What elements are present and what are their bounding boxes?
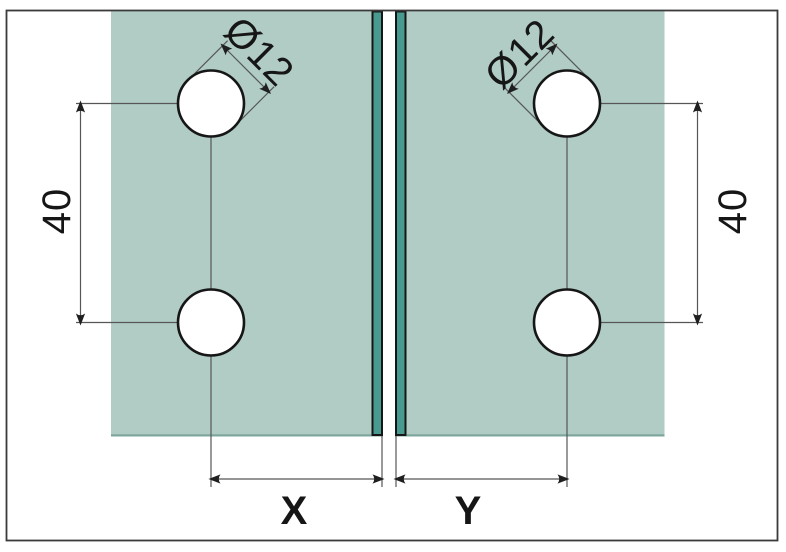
drawing-frame: [5, 9, 779, 542]
arrowhead-diameter-left-upper: [220, 43, 233, 56]
dimension-line-diameter-right: [507, 44, 557, 94]
right-plate-face: [406, 11, 665, 435]
hole-right-top: [532, 69, 602, 138]
arrowhead-40-right-bottom: [692, 313, 703, 326]
arrowhead-x-left: [208, 474, 221, 484]
arrowhead-y-right: [557, 474, 570, 484]
left-plate-edge-strip: [371, 10, 383, 436]
arrowhead-diameter-left-lower: [259, 82, 271, 94]
arrowhead-diameter-right-upper: [545, 43, 558, 56]
label-hole-spacing-right: 40: [711, 188, 755, 235]
hole-left-top: [176, 69, 246, 138]
arrowhead-40-left-top: [75, 100, 86, 113]
left-plate-face: [111, 11, 372, 435]
holes: [176, 69, 602, 357]
hole-right-bottom: [532, 288, 602, 357]
right-plate-edge-strip: [395, 10, 407, 436]
arrowhead-40-right-top: [692, 100, 703, 113]
arrowhead-x-right: [372, 474, 385, 484]
hole-left-bottom: [176, 288, 246, 357]
arrowhead-diameter-right-lower: [507, 82, 519, 94]
label-dim-x: X: [281, 489, 308, 533]
label-hole-spacing-left: 40: [35, 188, 79, 235]
arrowhead-40-left-bottom: [75, 313, 86, 326]
arrowheads: [75, 43, 703, 484]
arrowhead-y-left: [393, 474, 406, 484]
label-dim-y: Y: [455, 489, 482, 533]
plates: [111, 10, 665, 437]
dimension-line-diameter-left: [221, 44, 271, 94]
